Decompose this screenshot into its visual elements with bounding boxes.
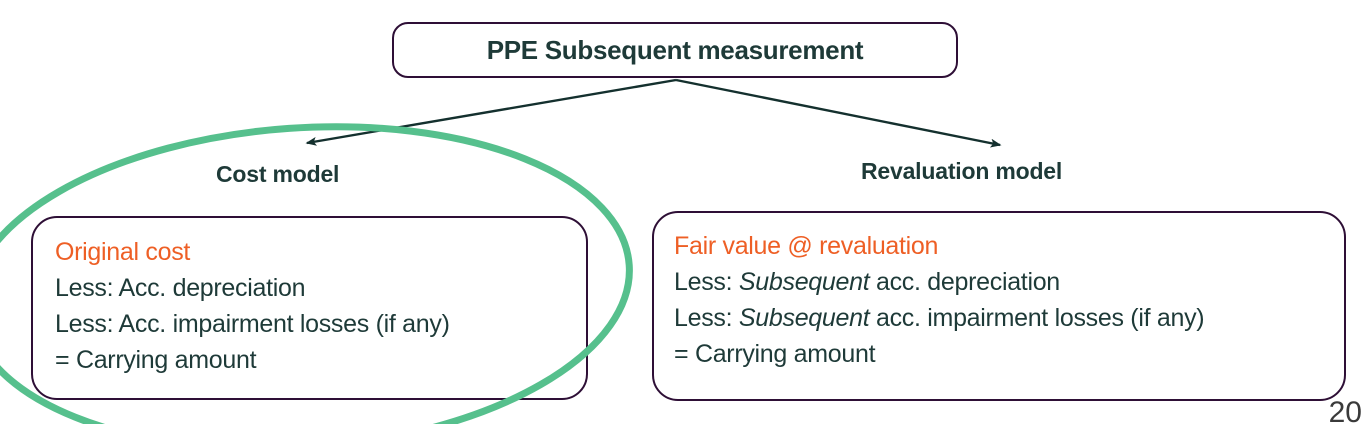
cost-line-less-impairment: Less: Acc. impairment losses (if any) — [55, 310, 450, 338]
reval-line-carrying-amount: = Carrying amount — [674, 340, 876, 368]
reval-line-fair-value: Fair value @ revaluation — [674, 232, 939, 260]
cost-model-lines: Original cost Less: Acc. depreciation Le… — [55, 234, 586, 378]
page-title: PPE Subsequent measurement — [486, 34, 864, 65]
arrow-to-revaluation-model — [675, 78, 1002, 148]
cost-line-carrying-amount: = Carrying amount — [55, 346, 257, 374]
emphasis-subsequent: Subsequent — [738, 268, 870, 296]
revaluation-model-lines: Fair value @ revaluation Less: Subsequen… — [674, 228, 1344, 372]
branch-heading-revaluation-model: Revaluation model — [861, 158, 1063, 184]
reval-line-less-depreciation: Less: Subsequent acc. depreciation — [674, 268, 1060, 296]
emphasis-subsequent: Subsequent — [738, 304, 870, 332]
cost-line-less-depreciation: Less: Acc. depreciation — [55, 274, 306, 302]
reval-line-less-impairment: Less: Subsequent acc. impairment losses … — [674, 304, 1205, 332]
title-node: PPE Subsequent measurement — [392, 22, 958, 78]
arrow-to-cost-model — [305, 78, 677, 146]
page-number: 20 — [1328, 396, 1362, 424]
cost-line-original-cost: Original cost — [55, 238, 191, 266]
branch-heading-cost-model: Cost model — [216, 161, 340, 187]
revaluation-model-box: Fair value @ revaluation Less: Subsequen… — [652, 211, 1346, 401]
cost-model-box: Original cost Less: Acc. depreciation Le… — [31, 216, 588, 400]
